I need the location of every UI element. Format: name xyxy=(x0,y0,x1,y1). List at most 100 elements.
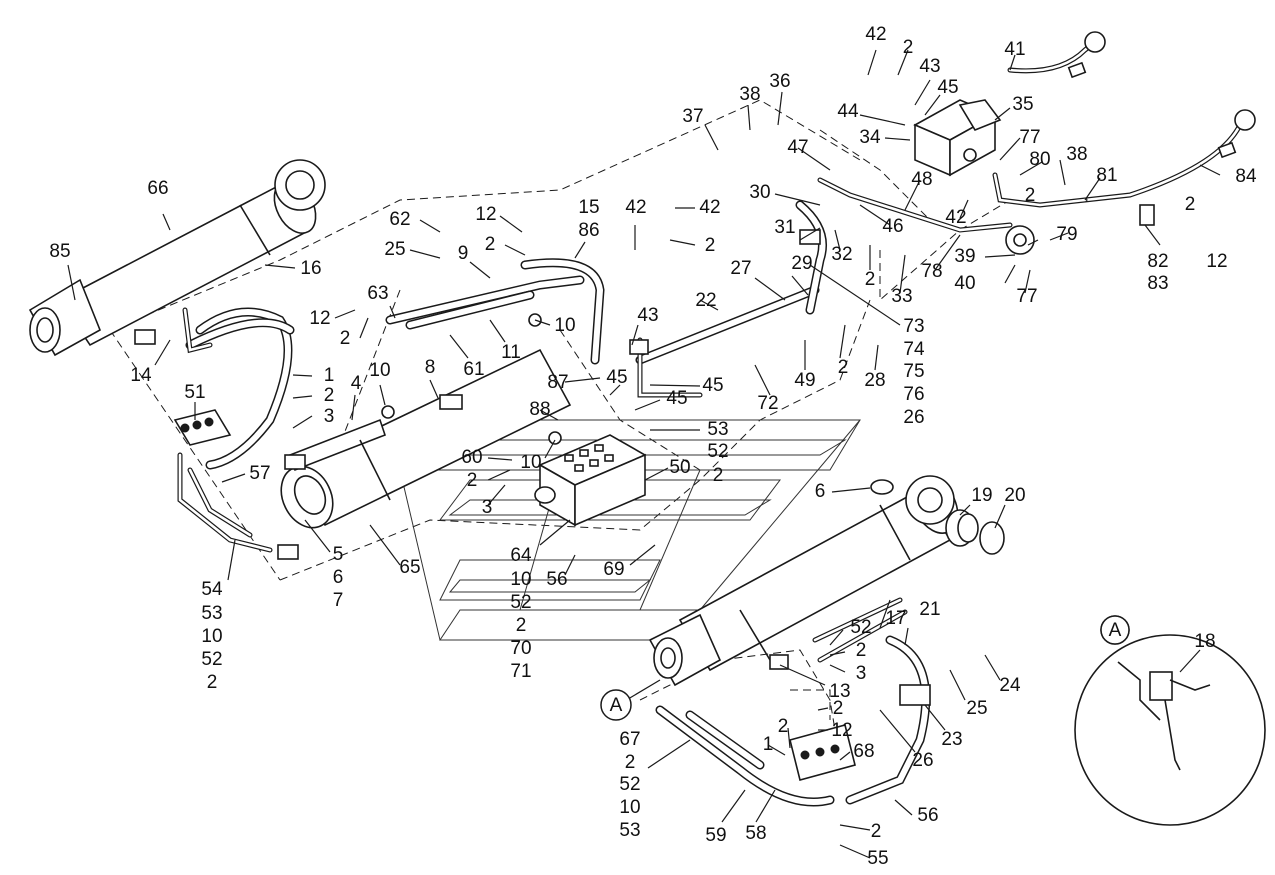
part-label: 68 xyxy=(853,741,874,762)
part-label: 54 xyxy=(201,579,223,600)
part-label: 56 xyxy=(917,805,938,826)
part-label: 43 xyxy=(637,305,658,326)
part-label: 73 xyxy=(903,316,924,337)
part-label: 25 xyxy=(384,239,405,260)
part-label: 78 xyxy=(921,261,942,282)
frame-bracket-ghost xyxy=(399,419,861,641)
part-label: 12 xyxy=(475,204,496,225)
part-label: 56 xyxy=(546,569,567,590)
part-label: 43 xyxy=(919,56,940,77)
part-label: 2 xyxy=(516,615,527,636)
part-label: 40 xyxy=(954,273,975,294)
part-label: 85 xyxy=(49,241,70,262)
part-label: 26 xyxy=(903,407,924,428)
part-label: 2 xyxy=(713,465,724,486)
part-label: 5 xyxy=(333,544,344,565)
part-label: 59 xyxy=(705,825,726,846)
part-label: 50 xyxy=(669,457,690,478)
part-label: 38 xyxy=(1066,144,1087,165)
part-label: 86 xyxy=(578,220,599,241)
part-label: 12 xyxy=(831,720,852,741)
part-label: 36 xyxy=(769,71,790,92)
part-label: 52 xyxy=(707,441,728,462)
part-label: 21 xyxy=(919,599,940,620)
part-label: 6 xyxy=(333,567,344,588)
part-label: 15 xyxy=(578,197,599,218)
part-label: 29 xyxy=(791,253,812,274)
part-label: 53 xyxy=(707,419,728,440)
part-label: 6 xyxy=(815,481,826,502)
part-label: 44 xyxy=(837,101,859,122)
part-label: 74 xyxy=(903,339,925,360)
part-label: 17 xyxy=(885,608,906,629)
part-label: 65 xyxy=(399,557,420,578)
part-label: 2 xyxy=(324,385,335,406)
part-label: 58 xyxy=(745,823,766,844)
part-label: 2 xyxy=(871,821,882,842)
part-label: 69 xyxy=(603,559,624,580)
part-label: 23 xyxy=(941,729,962,750)
part-label: 32 xyxy=(831,244,852,265)
part-label: 2 xyxy=(865,269,876,290)
fittings xyxy=(134,31,1256,706)
part-label: 45 xyxy=(606,367,627,388)
part-label: 60 xyxy=(461,447,482,468)
part-label: 2 xyxy=(856,640,867,661)
part-label: 53 xyxy=(619,820,640,841)
part-label: 9 xyxy=(458,243,469,264)
part-label: 62 xyxy=(389,209,410,230)
valve-block xyxy=(534,434,647,527)
part-label: 3 xyxy=(856,663,867,684)
part-label: 1 xyxy=(763,734,774,755)
part-label: 57 xyxy=(249,463,270,484)
part-label: 77 xyxy=(1016,286,1037,307)
part-label: 2 xyxy=(838,357,849,378)
part-label: 81 xyxy=(1096,165,1117,186)
part-label: 63 xyxy=(367,283,388,304)
part-label: 10 xyxy=(554,315,575,336)
part-label: 76 xyxy=(903,384,924,405)
part-label: 83 xyxy=(1147,273,1168,294)
part-label: 55 xyxy=(867,848,888,869)
part-label: 22 xyxy=(695,290,716,311)
part-label: 47 xyxy=(787,137,808,158)
part-label: 2 xyxy=(705,235,716,256)
detail-view-a xyxy=(1074,615,1266,826)
part-label: 2 xyxy=(1185,194,1196,215)
part-label: 2 xyxy=(903,37,914,58)
part-label: 14 xyxy=(130,365,152,386)
part-label: 30 xyxy=(749,182,770,203)
part-label: 10 xyxy=(619,797,640,818)
part-label: 18 xyxy=(1194,631,1215,652)
part-label: 52 xyxy=(201,649,222,670)
part-label: 37 xyxy=(682,106,703,127)
part-label: 13 xyxy=(829,681,850,702)
part-label: 2 xyxy=(207,672,218,693)
part-label: 10 xyxy=(520,452,541,473)
part-label: 25 xyxy=(966,698,987,719)
manifold-blocks xyxy=(173,409,856,781)
part-label: 45 xyxy=(666,388,687,409)
manifold-top-right xyxy=(913,99,1002,177)
part-label: 67 xyxy=(619,729,640,750)
part-label: 2 xyxy=(778,716,789,737)
part-label: 10 xyxy=(510,569,531,590)
part-label: 61 xyxy=(463,359,484,380)
part-label: 42 xyxy=(945,207,966,228)
part-label: 45 xyxy=(937,77,958,98)
part-label: 75 xyxy=(903,361,924,382)
leader-lines xyxy=(67,49,1221,859)
part-label: 64 xyxy=(510,545,532,566)
part-label: 72 xyxy=(757,393,778,414)
part-label: 52 xyxy=(850,617,871,638)
part-label: 33 xyxy=(891,286,912,307)
part-label: 16 xyxy=(300,258,321,279)
cylinder-top-left xyxy=(28,159,326,357)
part-label: 7 xyxy=(333,590,344,611)
part-label: 12 xyxy=(1206,251,1227,272)
part-label: 12 xyxy=(309,308,330,329)
part-label: 28 xyxy=(864,370,885,391)
part-label: 3 xyxy=(482,497,493,518)
part-label: 27 xyxy=(730,258,751,279)
